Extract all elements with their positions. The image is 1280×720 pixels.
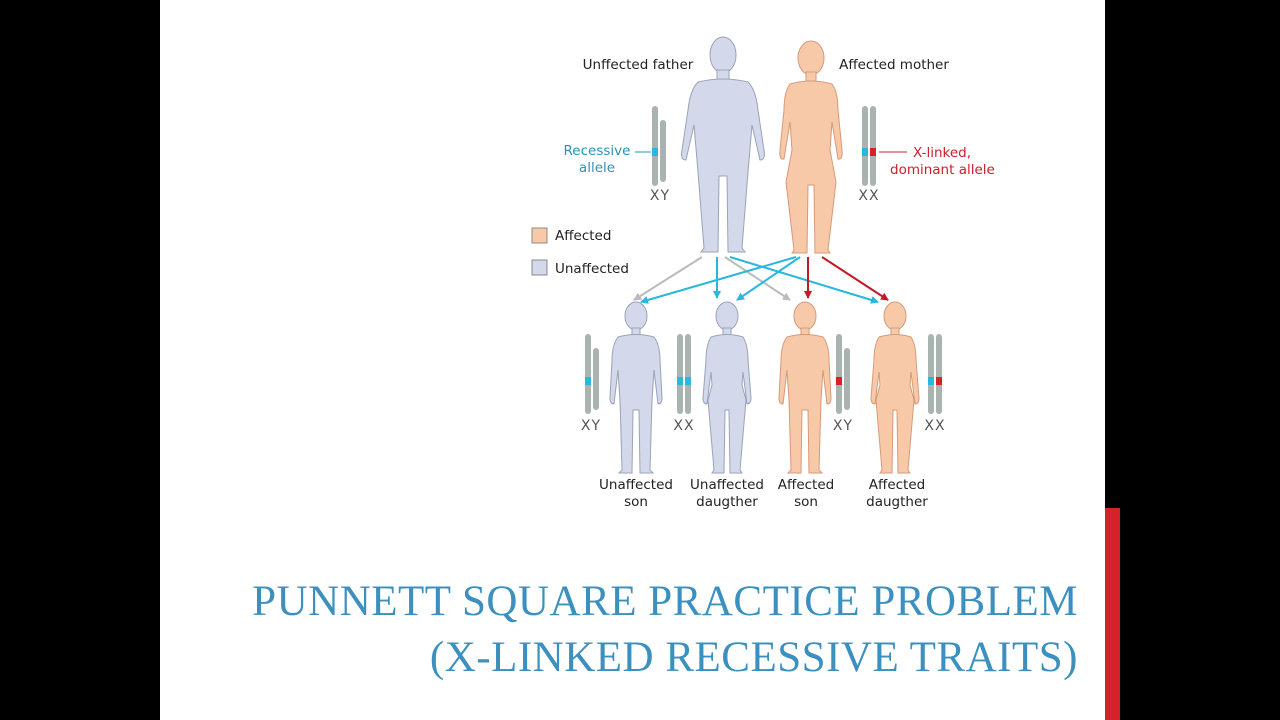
child2-label-line1: Unaffected [690, 477, 764, 493]
unaffected-daughter-chromosomes [677, 334, 691, 414]
mother-genotype: XX [858, 188, 879, 204]
father-figure [681, 36, 765, 253]
father-chromosomes [652, 106, 666, 186]
slide: Unffected father Affected mother XY Rece… [160, 0, 1105, 720]
legend-affected-label: Affected [555, 228, 611, 244]
recessive-allele-label-line2: allele [579, 160, 615, 176]
legend: Affected Unaffected [531, 227, 629, 277]
child2-genotype: XX [673, 418, 694, 434]
father-genotype: XY [650, 188, 670, 204]
father-label: Unffected father [583, 57, 694, 73]
affected-daughter-figure [870, 301, 920, 474]
recessive-allele-label-line1: Recessive [564, 143, 631, 159]
child3-label-line1: Affected [778, 477, 834, 493]
dominant-allele-label-line1: X-linked, [913, 145, 971, 161]
slide-title-line-2: (X-LINKED RECESSIVE TRAITS) [429, 634, 1078, 681]
legend-unaffected-label: Unaffected [555, 261, 629, 277]
child2-label-line2: daugther [696, 494, 758, 510]
child1-label-line2: son [624, 494, 648, 510]
child4-label-line1: Affected [869, 477, 925, 493]
mother-chromosomes [862, 106, 876, 186]
dominant-allele-marker [870, 148, 876, 156]
arrow-father-x-to-daughter2 [729, 256, 879, 304]
legend-unaffected-swatch [531, 259, 548, 276]
mother-label: Affected mother [839, 57, 949, 73]
arrow-mother-dom-to-daughter2 [821, 256, 889, 301]
affected-son-figure [778, 301, 832, 474]
x-linked-inheritance-diagram: Unffected father Affected mother XY Rece… [531, 36, 995, 510]
child3-genotype: XY [833, 418, 853, 434]
child4-label-line2: daugther [866, 494, 928, 510]
legend-affected-swatch [531, 227, 548, 244]
child1-genotype: XY [581, 418, 601, 434]
arrow-mother-x-to-daughter1 [736, 256, 801, 301]
inheritance-arrows [633, 256, 889, 304]
arrow-father-y-to-son2 [724, 256, 791, 301]
unaffected-son-figure [609, 301, 663, 474]
accent-bar [1105, 508, 1120, 720]
unaffected-daughter-figure [702, 301, 752, 474]
recessive-allele-marker [862, 148, 868, 156]
affected-son-chromosomes [836, 334, 850, 414]
recessive-allele-marker [652, 148, 658, 156]
child4-genotype: XX [924, 418, 945, 434]
affected-daughter-chromosomes [928, 334, 942, 414]
arrow-father-y-to-son1 [633, 256, 703, 301]
slide-title-line-1: PUNNETT SQUARE PRACTICE PROBLEM [252, 578, 1078, 625]
child3-label-line2: son [794, 494, 818, 510]
dominant-allele-label-line2: dominant allele [890, 162, 995, 178]
mother-figure [779, 40, 843, 254]
unaffected-son-chromosomes [585, 334, 599, 414]
arrow-mother-x-to-son1 [640, 256, 797, 304]
child1-label-line1: Unaffected [599, 477, 673, 493]
